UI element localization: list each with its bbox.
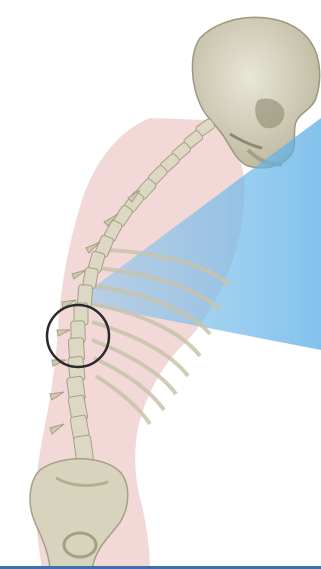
spine-illustration xyxy=(0,0,321,569)
illustration-canvas xyxy=(0,0,321,569)
